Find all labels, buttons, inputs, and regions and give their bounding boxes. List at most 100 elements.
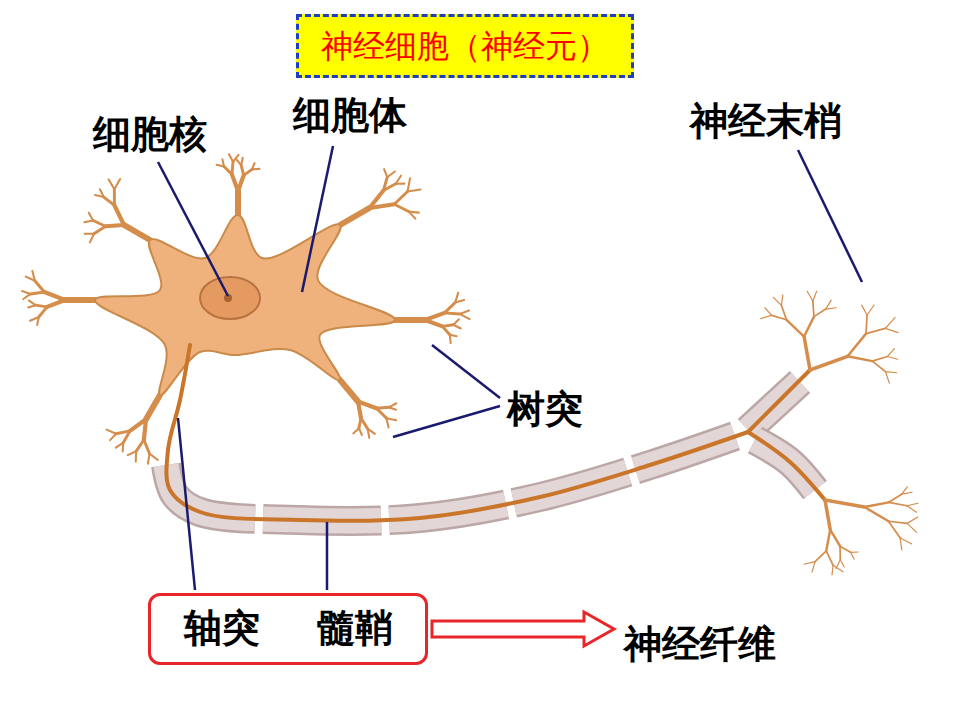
axon-line — [748, 432, 825, 500]
branch — [889, 521, 908, 523]
branch — [358, 401, 361, 418]
branch — [772, 315, 787, 319]
branch — [886, 372, 890, 383]
branch — [395, 317, 425, 323]
branch — [84, 221, 93, 223]
branch — [114, 179, 120, 189]
part-label: 神经末梢 — [690, 100, 842, 144]
branch — [39, 307, 47, 317]
branch — [825, 500, 864, 507]
branch — [885, 317, 895, 328]
branch — [35, 281, 44, 292]
title-banner: 神经细胞（神经元） — [296, 14, 634, 78]
branch — [383, 184, 395, 191]
branch — [144, 440, 150, 454]
branch — [408, 190, 421, 192]
branch — [840, 560, 844, 567]
branch — [386, 418, 388, 427]
branch — [887, 349, 894, 357]
branch — [907, 523, 917, 532]
branch — [252, 168, 259, 171]
branch — [455, 300, 464, 303]
branch — [887, 357, 897, 360]
branch — [442, 326, 449, 334]
branch — [394, 191, 407, 204]
branch — [136, 440, 144, 452]
branch — [848, 334, 866, 357]
cell-body — [95, 215, 395, 395]
term-label: 神经纤维 — [624, 623, 776, 667]
branch — [840, 546, 851, 552]
branch — [109, 179, 115, 189]
nerve-ending-group — [761, 291, 918, 575]
myelin-outline — [166, 436, 735, 521]
branch — [864, 507, 888, 521]
branch — [149, 454, 157, 460]
branch — [460, 314, 470, 319]
branch — [781, 305, 786, 320]
branch — [389, 407, 396, 409]
branch — [848, 356, 873, 361]
branch — [30, 317, 39, 321]
branch — [889, 521, 901, 537]
branch — [353, 428, 359, 433]
branch — [128, 451, 136, 455]
axon-group — [166, 291, 918, 575]
branch — [826, 551, 833, 565]
axon-line — [748, 370, 810, 432]
axon-line — [166, 345, 748, 521]
branch — [340, 208, 369, 225]
leader-line — [178, 418, 195, 590]
branch — [359, 418, 361, 428]
leader-line — [432, 345, 500, 398]
branch — [238, 175, 244, 191]
branch — [376, 408, 386, 418]
branch — [368, 429, 370, 438]
branch — [445, 313, 460, 314]
branch — [804, 562, 815, 565]
branch — [106, 225, 125, 226]
branch — [833, 565, 843, 571]
branch — [369, 204, 394, 208]
branch — [116, 443, 123, 448]
branch — [340, 380, 358, 401]
branch — [29, 300, 36, 305]
branch — [22, 291, 31, 294]
branch — [90, 234, 94, 243]
branch — [866, 315, 867, 333]
branch — [851, 552, 855, 559]
leader-lines — [158, 146, 862, 590]
branch — [93, 221, 105, 227]
branch — [396, 176, 401, 184]
branch — [902, 492, 912, 494]
branch — [114, 205, 124, 225]
branch — [886, 372, 897, 373]
leader-line — [302, 146, 333, 292]
branch — [65, 297, 95, 303]
node-text: 神经纤维 — [624, 623, 776, 667]
branch — [31, 292, 45, 294]
branch — [130, 419, 146, 431]
branch — [839, 546, 841, 560]
branch — [900, 538, 902, 550]
part-label: 细胞体 — [293, 94, 407, 138]
branch — [804, 337, 810, 370]
branch — [807, 291, 813, 301]
myelin-sheath — [166, 436, 735, 521]
leader-line — [393, 406, 500, 437]
dendrite-group — [22, 154, 470, 464]
branch — [110, 434, 116, 440]
branch — [124, 225, 150, 240]
branch — [394, 204, 408, 211]
branch — [761, 315, 772, 318]
branch — [812, 562, 815, 573]
branch — [453, 325, 460, 329]
branch — [872, 357, 887, 362]
branch — [85, 233, 94, 235]
branch — [813, 301, 814, 317]
leader-line — [158, 162, 228, 296]
branch — [384, 169, 387, 177]
branch — [396, 183, 405, 185]
branch — [241, 158, 243, 165]
branch — [885, 328, 898, 332]
